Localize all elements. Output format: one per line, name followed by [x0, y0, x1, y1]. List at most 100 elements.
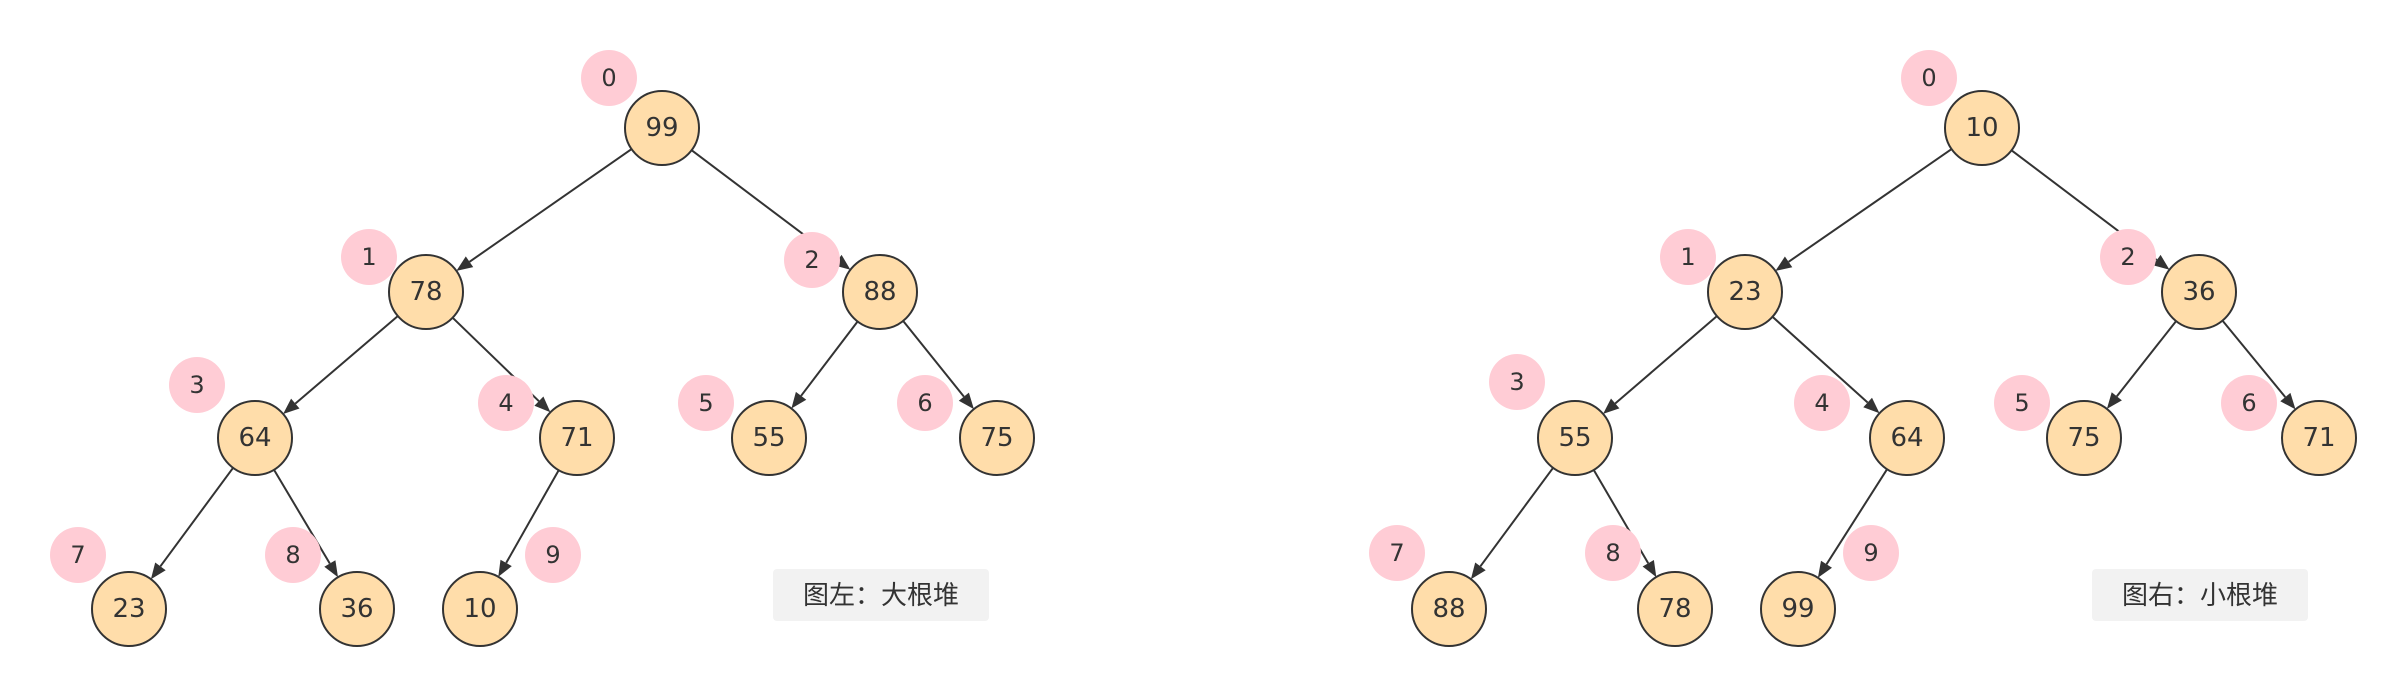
arrowhead-icon: [1863, 397, 1880, 414]
tree-edge: [2221, 319, 2287, 398]
tree-edge: [1825, 468, 1888, 565]
index-badge: 9: [525, 527, 581, 583]
tree-edge: [1479, 467, 1554, 567]
svg-text:23: 23: [1728, 277, 1761, 307]
svg-text:9: 9: [1863, 539, 1878, 567]
index-badge: 1: [341, 229, 397, 285]
index-badge: 6: [897, 375, 953, 431]
svg-text:99: 99: [1781, 594, 1814, 624]
svg-text:0: 0: [601, 64, 616, 92]
svg-text:6: 6: [2241, 389, 2256, 417]
svg-text:71: 71: [2302, 423, 2335, 453]
index-badge: 1: [1660, 229, 1716, 285]
svg-text:36: 36: [340, 594, 373, 624]
tree-edge: [294, 315, 399, 405]
heap-node: 55: [1537, 400, 1613, 476]
heap-node: 64: [217, 400, 293, 476]
svg-text:75: 75: [980, 423, 1013, 453]
index-badge: 9: [1843, 525, 1899, 581]
arrowhead-icon: [1775, 256, 1793, 271]
svg-text:71: 71: [560, 423, 593, 453]
heap-node: 99: [624, 90, 700, 166]
arrowhead-icon: [283, 398, 300, 414]
heap-node: 10: [442, 571, 518, 647]
svg-text:图右：小根堆: 图右：小根堆: [2122, 581, 2278, 611]
svg-text:0: 0: [1921, 64, 1936, 92]
arrowhead-icon: [498, 559, 512, 577]
min-heap-caption: 图右：小根堆: [2092, 569, 2308, 621]
arrowhead-icon: [456, 256, 474, 271]
svg-text:4: 4: [498, 389, 513, 417]
heap-node: 99: [1760, 571, 1836, 647]
tree-edge: [1771, 316, 1869, 404]
svg-text:6: 6: [917, 389, 932, 417]
svg-text:4: 4: [1814, 389, 1829, 417]
tree-edge: [1788, 148, 1953, 263]
svg-text:1: 1: [1680, 243, 1695, 271]
index-badge: 4: [478, 375, 534, 431]
svg-text:99: 99: [645, 113, 678, 143]
svg-text:1: 1: [361, 243, 376, 271]
tree-edge: [505, 469, 560, 564]
svg-text:78: 78: [409, 277, 442, 307]
min-heap-diagram: 0 1 2 3 4 5 6 7 8 9 10 23 36 55 64 75 71…: [1369, 50, 2357, 647]
svg-text:2: 2: [2120, 243, 2135, 271]
tree-edge: [468, 148, 633, 263]
svg-text:8: 8: [285, 541, 300, 569]
tree-edge: [902, 320, 965, 398]
arrowhead-icon: [1470, 562, 1486, 580]
svg-text:3: 3: [189, 371, 204, 399]
svg-text:55: 55: [1558, 423, 1591, 453]
svg-text:3: 3: [1509, 368, 1524, 396]
svg-text:5: 5: [698, 389, 713, 417]
max-heap-caption: 图左：大根堆: [773, 569, 989, 621]
svg-text:75: 75: [2067, 423, 2100, 453]
index-badge: 0: [1901, 50, 1957, 106]
svg-text:10: 10: [463, 594, 496, 624]
arrowhead-icon: [1603, 398, 1620, 414]
svg-text:64: 64: [238, 423, 271, 453]
arrowhead-icon: [958, 392, 974, 410]
arrowhead-icon: [324, 560, 338, 578]
heap-node: 71: [539, 400, 615, 476]
index-badge: 7: [50, 527, 106, 583]
svg-text:36: 36: [2182, 277, 2215, 307]
heap-node: 88: [1411, 571, 1487, 647]
arrowhead-icon: [1817, 560, 1832, 578]
max-heap-edges: [150, 148, 974, 580]
heap-node: 23: [91, 571, 167, 647]
index-badge: 4: [1794, 375, 1850, 431]
svg-text:7: 7: [70, 541, 85, 569]
index-badge: 8: [265, 527, 321, 583]
svg-text:10: 10: [1965, 113, 1998, 143]
svg-text:55: 55: [752, 423, 785, 453]
arrowhead-icon: [791, 391, 807, 409]
arrowhead-icon: [2106, 392, 2122, 409]
heap-node: 88: [842, 254, 918, 330]
svg-text:78: 78: [1658, 594, 1691, 624]
heap-node: 64: [1869, 400, 1945, 476]
heap-node: 78: [1637, 571, 1713, 647]
arrowhead-icon: [534, 396, 551, 413]
tree-edge: [1614, 315, 1718, 405]
svg-text:5: 5: [2014, 389, 2029, 417]
index-badge: 7: [1369, 525, 1425, 581]
svg-text:88: 88: [863, 277, 896, 307]
min-heap-edges: [1470, 148, 2296, 580]
svg-text:7: 7: [1389, 539, 1404, 567]
svg-text:图左：大根堆: 图左：大根堆: [803, 581, 959, 611]
arrowhead-icon: [1642, 560, 1657, 578]
tree-edge: [800, 320, 859, 397]
max-heap-diagram: 0 1 2 3 4 5 6 7 8 9 99 78 88 64 71 55 75…: [50, 50, 1035, 647]
tree-edge: [273, 469, 331, 565]
heap-node: 71: [2281, 400, 2357, 476]
arrowhead-icon: [2280, 392, 2296, 410]
svg-text:23: 23: [112, 594, 145, 624]
max-heap-nodes: 99 78 88 64 71 55 75 23 36 10: [91, 90, 1035, 647]
tree-edge: [2116, 320, 2177, 398]
svg-text:88: 88: [1432, 594, 1465, 624]
svg-text:64: 64: [1890, 423, 1923, 453]
index-badge: 5: [678, 375, 734, 431]
index-badge: 6: [2221, 375, 2277, 431]
